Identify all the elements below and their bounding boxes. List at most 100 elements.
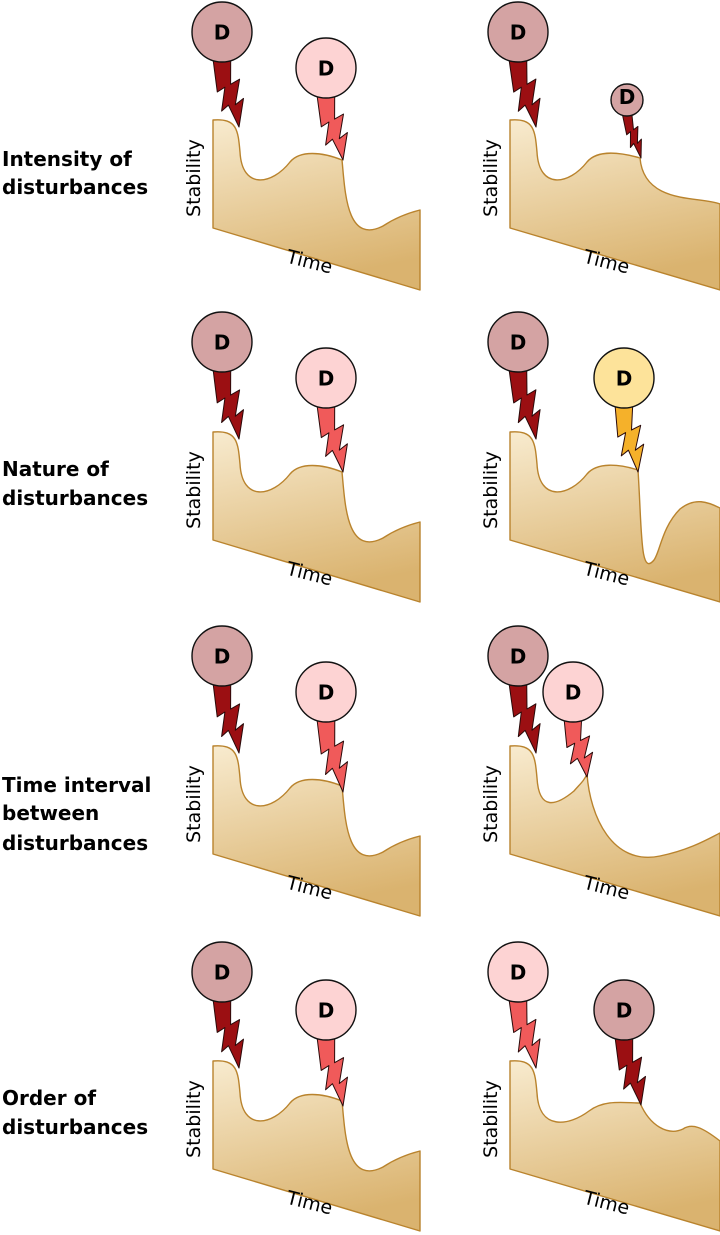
disturbance-letter: D (619, 85, 636, 109)
disturbance-letter: D (616, 999, 633, 1023)
svg-text:disturbances: disturbances (2, 486, 148, 510)
disturbance-circle (191, 311, 253, 373)
lightning-bolt-icon (508, 680, 541, 754)
disturbance-dark: D (191, 311, 253, 440)
row-label-order: Order of disturbances (2, 1086, 148, 1139)
disturbance-light: D (295, 661, 357, 793)
svg-text:Intensity of: Intensity of (2, 147, 132, 171)
disturbance-circle (295, 37, 357, 99)
disturbance-circle (610, 83, 644, 117)
disturbance-circle (487, 941, 549, 1003)
svg-text:between: between (2, 801, 99, 825)
row-label-nature: Nature of disturbances (2, 457, 148, 510)
stability-surface (509, 119, 720, 291)
row-label-intensity: Intensity of disturbances (2, 147, 148, 199)
disturbance-dark: D (191, 941, 253, 1069)
lightning-bolt-icon (212, 680, 244, 754)
lightning-bolt-icon (316, 1034, 348, 1107)
lightning-bolt-icon (508, 366, 541, 440)
stability-surface (509, 431, 720, 603)
stability-surface (212, 119, 421, 291)
disturbance-circle (487, 1, 549, 63)
disturbance-letter: D (510, 21, 527, 45)
disturbance-light: D (295, 37, 357, 161)
disturbance-circle (295, 661, 357, 723)
lightning-bolt-icon (508, 56, 541, 128)
disturbance-circle (191, 625, 253, 687)
y-axis-label: Stability (480, 139, 502, 217)
disturbance-dark: D (593, 979, 655, 1106)
disturbance-letter: D (214, 21, 231, 45)
disturbance-circle (487, 625, 549, 687)
disturbance-light: D (542, 661, 604, 778)
disturbance-letter: D (318, 57, 335, 81)
lightning-bolt-icon (316, 92, 348, 161)
disturbance-light: D (295, 979, 357, 1107)
lightning-bolt-icon (563, 716, 594, 778)
svg-text:Nature of: Nature of (2, 457, 109, 481)
svg-text:Order of: Order of (2, 1086, 96, 1110)
y-axis-label: Stability (480, 765, 502, 843)
disturbance-circle (593, 347, 655, 409)
disturbance-circle (191, 941, 253, 1003)
y-axis-label: Stability (480, 451, 502, 529)
y-axis-label: Stability (480, 1080, 502, 1158)
y-axis-label: Stability (183, 139, 205, 217)
disturbance-dark: D (487, 1, 549, 128)
stability-surface (509, 1060, 720, 1232)
svg-text:disturbances: disturbances (2, 175, 148, 199)
lightning-bolt-icon (614, 402, 645, 473)
disturbance-letter: D (318, 367, 335, 391)
disturbance-circle (191, 1, 253, 63)
disturbance-dark: D (191, 1, 253, 128)
y-axis-label: Stability (183, 451, 205, 529)
disturbance-yellow: D (593, 347, 655, 473)
disturbance-dark: D (191, 625, 253, 754)
disturbance-circle (295, 979, 357, 1041)
y-axis-label: Stability (183, 1080, 205, 1158)
lightning-bolt-icon (316, 402, 348, 473)
disturbance-letter: D (565, 681, 582, 705)
disturbance-light: D (295, 347, 357, 473)
lightning-bolt-icon (212, 56, 244, 128)
lightning-bolt-icon (212, 366, 244, 440)
disturbance-letter: D (510, 645, 527, 669)
lightning-bolt-icon (614, 1034, 646, 1106)
disturbance-letter: D (510, 331, 527, 355)
disturbance-letter: D (510, 961, 527, 985)
disturbance-dark: D (487, 311, 549, 440)
disturbance-circle (295, 347, 357, 409)
stability-surface (212, 1060, 421, 1232)
disturbance-circle (487, 311, 549, 373)
disturbance-dark-small: D (610, 83, 644, 159)
disturbance-letter: D (616, 367, 633, 391)
disturbance-letter: D (318, 999, 335, 1023)
disturbance-letter: D (318, 681, 335, 705)
svg-text:disturbances: disturbances (2, 1115, 148, 1139)
disturbance-dark: D (487, 625, 549, 754)
svg-text:disturbances: disturbances (2, 831, 148, 855)
stability-surface (212, 431, 421, 603)
disturbance-letter: D (214, 645, 231, 669)
disturbance-letter: D (214, 331, 231, 355)
disturbance-circle (542, 661, 604, 723)
lightning-bolt-icon (508, 996, 541, 1069)
lightning-bolt-icon (212, 996, 244, 1069)
row-label-time-interval: Time interval between disturbances (2, 773, 151, 855)
svg-text:Time interval: Time interval (2, 773, 151, 797)
disturbance-letter: D (214, 961, 231, 985)
disturbance-light: D (487, 941, 549, 1069)
y-axis-label: Stability (183, 765, 205, 843)
lightning-bolt-icon (621, 111, 642, 159)
disturbance-circle (593, 979, 655, 1041)
stability-surface (212, 745, 421, 917)
